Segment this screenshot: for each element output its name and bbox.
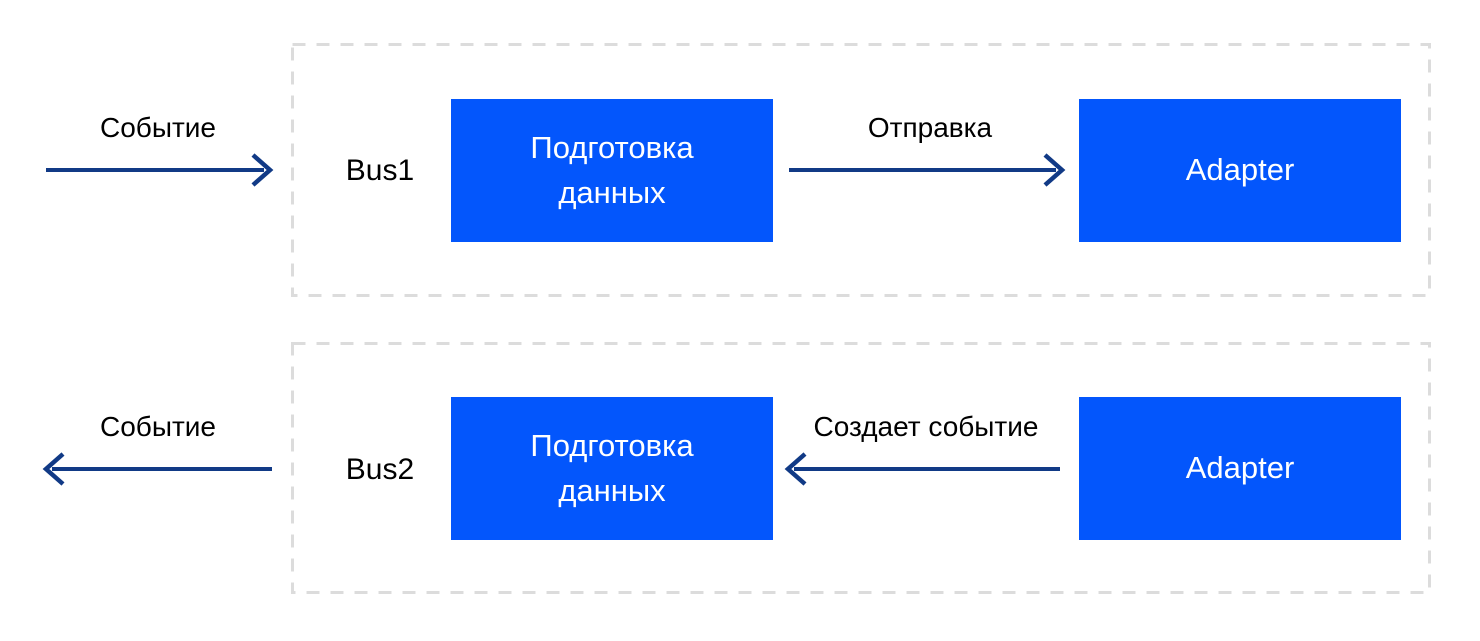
event-out-arrow-label: Событие	[100, 411, 216, 442]
bus1-container-border	[291, 43, 1431, 297]
prepare-data-box-bus1-label: Подготовка данных	[530, 129, 694, 210]
create-event-arrow-label: Создает событие	[813, 411, 1039, 442]
event-in-arrow-label: Событие	[100, 112, 216, 143]
bus2-container-border	[291, 342, 1431, 594]
prepare-data-box-bus1: Подготовка данных	[451, 99, 773, 242]
adapter-box-bus2: Adapter	[1079, 397, 1401, 540]
prepare-data-box-bus2: Подготовка данных	[451, 397, 773, 540]
event-in-arrow-right-icon	[46, 153, 274, 187]
bus2-label: Bus2	[345, 453, 415, 486]
send-arrow-right-icon	[789, 153, 1066, 187]
send-arrow-label: Отправка	[867, 112, 993, 143]
bus1-label: Bus1	[345, 154, 415, 187]
adapter-box-bus1-label: Adapter	[1185, 152, 1295, 188]
adapter-box-bus1: Adapter	[1079, 99, 1401, 242]
adapter-box-bus2-label: Adapter	[1185, 450, 1295, 486]
create-event-arrow-left-icon	[784, 452, 1060, 486]
event-out-arrow-left-icon	[42, 452, 272, 486]
prepare-data-box-bus2-label: Подготовка данных	[530, 427, 694, 508]
